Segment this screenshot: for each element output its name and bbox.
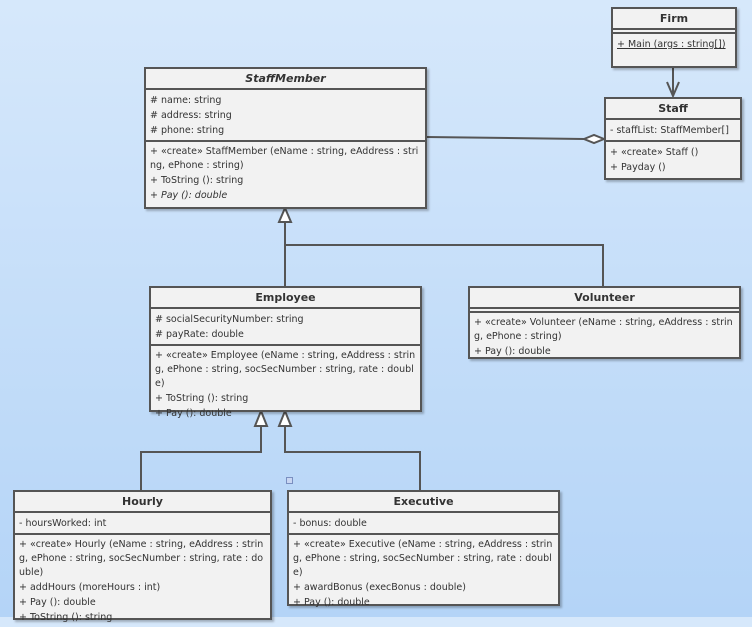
method: + «create» StaffMember (eName : string, … [150, 146, 419, 171]
methods-section: + «create» StaffMember (eName : string, … [146, 142, 425, 205]
attributes-section: # name: string # address: string # phone… [146, 90, 425, 142]
generalization-triangle-employee-1 [253, 408, 269, 427]
generalization-executive-employee [284, 426, 421, 490]
attribute: # socialSecurityNumber: string [155, 314, 304, 325]
method: + «create» Volunteer (eName : string, eA… [474, 317, 733, 342]
method: + «create» Executive (eName : string, eA… [293, 539, 553, 578]
method: + Pay (): double [155, 408, 232, 419]
methods-section: + «create» Executive (eName : string, eA… [289, 535, 558, 612]
class-employee[interactable]: Employee # socialSecurityNumber: string … [149, 286, 422, 419]
diagram-anchor-icon[interactable] [286, 477, 293, 484]
method: + «create» Hourly (eName : string, eAddr… [19, 539, 264, 578]
class-name: StaffMember [146, 69, 425, 90]
attributes-section: - staffList: StaffMember[] [606, 120, 740, 142]
method: + Pay (): double [150, 190, 228, 201]
class-name: Executive [289, 492, 558, 513]
method: + Pay (): double [293, 597, 370, 608]
method: + «create» Employee (eName : string, eAd… [155, 350, 416, 389]
attributes-section: # socialSecurityNumber: string # payRate… [151, 309, 420, 346]
method: + Pay (): double [19, 597, 96, 608]
class-executive[interactable]: Executive - bonus: double + «create» Exe… [287, 490, 560, 608]
method: + ToString (): string [150, 175, 244, 186]
attributes-section: - bonus: double [289, 513, 558, 535]
methods-section: + «create» Volunteer (eName : string, eA… [470, 313, 739, 361]
method: + «create» Staff () [610, 147, 699, 158]
class-name: Employee [151, 288, 420, 309]
method: + Pay (): double [474, 346, 551, 357]
association-arrowhead [666, 81, 680, 99]
attribute: - staffList: StaffMember[] [610, 125, 729, 136]
class-firm[interactable]: Firm + Main (args : string[]) [611, 7, 737, 68]
methods-section: + Main (args : string[]) [613, 34, 735, 54]
attribute: # name: string [150, 95, 222, 106]
generalization-hourly-employee [140, 426, 262, 490]
class-volunteer[interactable]: Volunteer + «create» Volunteer (eName : … [468, 286, 741, 359]
method: + Payday () [610, 162, 666, 173]
attribute: # address: string [150, 110, 232, 121]
attributes-section: - hoursWorked: int [15, 513, 270, 535]
class-name: Hourly [15, 492, 270, 513]
method: + Main (args : string[]) [617, 39, 726, 50]
class-name: Firm [613, 9, 735, 30]
class-name: Staff [606, 99, 740, 120]
class-hourly[interactable]: Hourly - hoursWorked: int + «create» Hou… [13, 490, 272, 623]
generalization-triangle-staffmember [277, 205, 293, 223]
method: + addHours (moreHours : int) [19, 582, 161, 593]
attribute: # payRate: double [155, 329, 244, 340]
method: + awardBonus (execBonus : double) [293, 582, 466, 593]
methods-section: + «create» Hourly (eName : string, eAddr… [15, 535, 270, 627]
generalization-volunteer-staffmember [285, 244, 604, 286]
aggregation-staff-staffmember [425, 136, 585, 140]
attributes-section [613, 30, 735, 34]
methods-section: + «create» Staff () + Payday () [606, 142, 740, 177]
class-staff[interactable]: Staff - staffList: StaffMember[] + «crea… [604, 97, 742, 180]
aggregation-diamond [581, 133, 607, 145]
attributes-section [470, 309, 739, 313]
methods-section: + «create» Employee (eName : string, eAd… [151, 346, 420, 423]
attribute: - bonus: double [293, 518, 367, 529]
class-staffmember[interactable]: StaffMember # name: string # address: st… [144, 67, 427, 209]
method: + ToString (): string [155, 393, 249, 404]
attribute: - hoursWorked: int [19, 518, 107, 529]
generalization-triangle-employee-2 [277, 408, 293, 427]
attribute: # phone: string [150, 125, 225, 136]
class-name: Volunteer [470, 288, 739, 309]
method: + ToString (): string [19, 612, 113, 623]
